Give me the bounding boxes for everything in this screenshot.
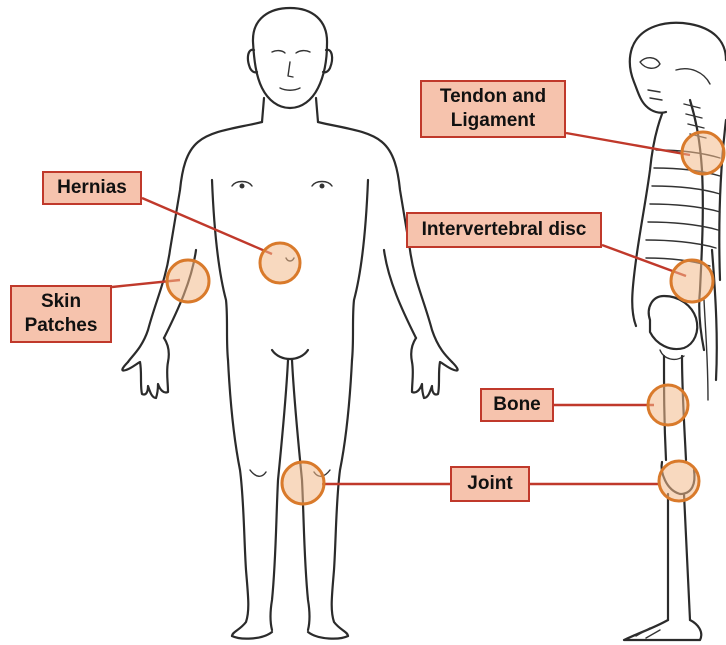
- circle-bone: [648, 385, 688, 425]
- label-skin-patches: Skin Patches: [10, 285, 112, 343]
- circle-hernias: [260, 243, 300, 283]
- highlight-circles: [167, 132, 724, 504]
- leader-tendon-ligament: [566, 133, 690, 155]
- circle-joint-side: [659, 461, 699, 501]
- label-hernias: Hernias: [42, 171, 142, 205]
- label-intervertebral-disc: Intervertebral disc: [406, 212, 602, 248]
- circle-intervertebral-disc: [671, 260, 713, 302]
- label-bone: Bone: [480, 388, 554, 422]
- circle-skin-patches: [167, 260, 209, 302]
- circle-tendon-ligament: [682, 132, 724, 174]
- side-skeleton-outline-icon: [624, 23, 726, 640]
- front-body-outline-icon: [122, 8, 457, 639]
- circle-joint-knee: [282, 462, 324, 504]
- leader-hernias: [142, 198, 272, 254]
- label-tendon-ligament: Tendon and Ligament: [420, 80, 566, 138]
- label-joint: Joint: [450, 466, 530, 502]
